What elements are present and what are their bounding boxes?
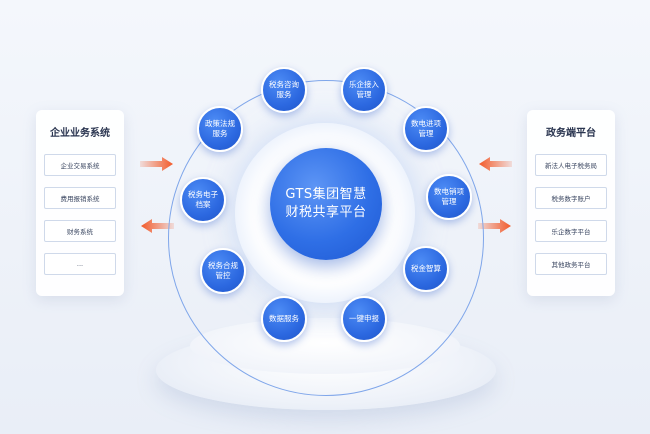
panel-item: 税务数字账户: [535, 187, 607, 209]
panel-item: ...: [44, 253, 116, 275]
node-label: 政策法规: [205, 119, 235, 128]
panel-item: 其他政务平台: [535, 253, 607, 275]
center-title-line2: 财税共享平台: [285, 205, 367, 220]
node-label: 乐企接入: [349, 80, 379, 89]
node-label: 数电进项: [411, 119, 441, 128]
enterprise-systems-panel: 企业业务系统 企业交易系统 费用报销系统 财务系统 ...: [36, 110, 124, 296]
node-label: 税务电子: [188, 190, 218, 199]
node-tax-compliance: 税务合规 管控: [200, 248, 246, 294]
node-label: 管控: [215, 271, 231, 280]
arrow-right-icon: [140, 157, 173, 171]
node-one-click-filing: 一键申报: [341, 296, 387, 342]
arrow-left-icon: [141, 219, 174, 233]
government-platform-panel: 政务端平台 新法人电子税务局 税务数字账户 乐企数字平台 其他政务平台: [527, 110, 615, 296]
panel-item: 费用报销系统: [44, 187, 116, 209]
node-label: 管理: [418, 129, 434, 138]
node-label: 服务: [276, 90, 292, 99]
node-output-invoice: 数电销项 管理: [426, 174, 472, 220]
node-policy-regulation: 政策法规 服务: [197, 106, 243, 152]
node-tax-calculation: 税金智算: [403, 246, 449, 292]
node-tax-archive: 税务电子 档案: [180, 177, 226, 223]
node-label: 数电销项: [434, 187, 464, 196]
panel-title: 政务端平台: [546, 128, 596, 139]
panel-item: 企业交易系统: [44, 154, 116, 176]
node-label: 数据服务: [269, 314, 299, 323]
panel-item: 乐企数字平台: [535, 220, 607, 242]
node-label: 税务合规: [208, 261, 238, 270]
node-tax-consulting: 税务咨询 服务: [261, 67, 307, 113]
center-title-line1: GTS集团智慧: [285, 187, 367, 202]
arrow-left-icon: [479, 157, 512, 171]
panel-item: 新法人电子税务局: [535, 154, 607, 176]
node-label: 档案: [195, 200, 211, 209]
panel-item: 财务系统: [44, 220, 116, 242]
node-label: 服务: [212, 129, 228, 138]
node-label: 税金智算: [411, 264, 441, 273]
node-input-invoice: 数电进项 管理: [403, 106, 449, 152]
node-leqi-access: 乐企接入 管理: [341, 67, 387, 113]
node-label: 税务咨询: [269, 80, 299, 89]
arrow-right-icon: [478, 219, 511, 233]
node-label: 管理: [441, 197, 457, 206]
node-data-service: 数据服务: [261, 296, 307, 342]
node-label: 管理: [356, 90, 372, 99]
center-platform: GTS集团智慧 财税共享平台: [270, 148, 382, 260]
orbit-ring: [168, 80, 484, 396]
panel-title: 企业业务系统: [50, 128, 110, 139]
node-label: 一键申报: [349, 314, 379, 323]
